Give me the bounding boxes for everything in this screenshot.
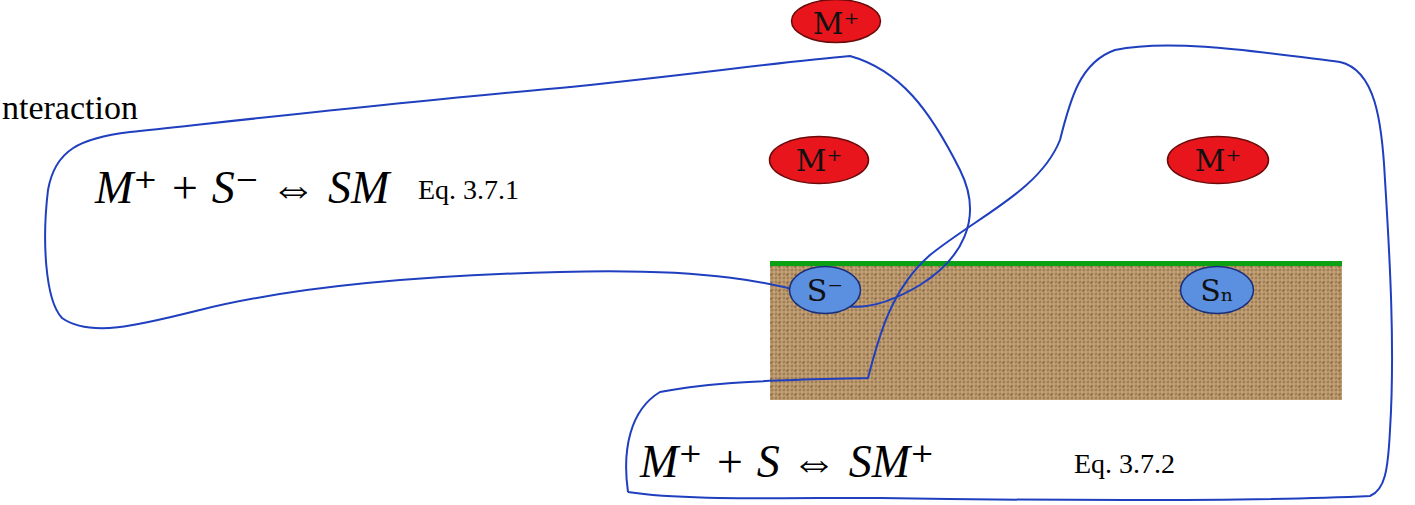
site-circle: S⁻	[788, 265, 862, 315]
cation-circle: M⁺	[768, 135, 870, 185]
ion-label: Sₙ	[1200, 273, 1234, 308]
ion-label: M⁺	[813, 6, 860, 41]
ellipse-shape	[792, 0, 881, 43]
equation-number: Eq. 3.7.1	[418, 175, 519, 206]
cation-circle: M⁺	[1166, 135, 1270, 185]
surface-line	[770, 261, 1342, 266]
ellipse-shape	[770, 137, 869, 184]
lasso-outline	[45, 56, 970, 328]
surface-block	[770, 263, 1342, 400]
ellipse-shape	[1168, 137, 1269, 184]
ellipse-shape	[1181, 267, 1254, 314]
lasso-outline	[626, 45, 1392, 500]
equation: M⁺ + S⁻ ⇔ SM	[95, 163, 389, 214]
ion-label: M⁺	[796, 143, 843, 178]
equation-number: Eq. 3.7.2	[1074, 449, 1175, 480]
ion-label: M⁺	[1195, 143, 1242, 178]
ellipse-shape	[790, 267, 861, 314]
heading-fragment: nteraction	[2, 89, 138, 126]
cation-circle: M⁺	[790, 0, 882, 44]
ion-label: S⁻	[807, 273, 843, 308]
equation: M⁺ + S ⇔ SM⁺	[640, 437, 934, 488]
site-circle: Sₙ	[1179, 265, 1255, 315]
